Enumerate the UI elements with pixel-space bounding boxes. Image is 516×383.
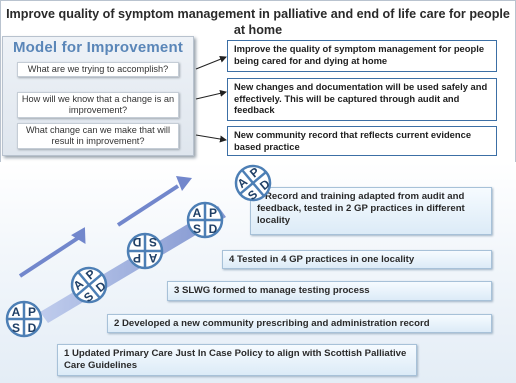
question-accomplish: What are we trying to accomplish? [17, 62, 179, 77]
question-change: What change can we make that will result… [17, 123, 179, 149]
answer-measure: New changes and documentation will be us… [227, 78, 497, 121]
pdsa-letter-s: S [149, 235, 157, 249]
step-1: 1 Updated Primary Care Just In Case Poli… [57, 344, 417, 376]
model-for-improvement-panel: Model for Improvement What are we trying… [2, 36, 194, 156]
progress-arrow-2-head [176, 176, 192, 191]
pdsa-divider [75, 273, 103, 297]
progress-arrow-2 [116, 184, 180, 227]
pdsa-letter-a: A [148, 251, 157, 265]
connector-line-2 [195, 89, 227, 100]
diagram-title: Improve quality of symptom management in… [6, 7, 510, 37]
pdsa-letter-a: A [193, 206, 202, 220]
answer-aim: Improve the quality of symptom managemen… [227, 40, 497, 72]
pdsa-letter-p: P [133, 251, 141, 265]
model-heading: Model for Improvement [12, 39, 184, 56]
step-5: 5 Record and training adapted from audit… [250, 187, 492, 235]
pdsa-letter-d: D [28, 321, 37, 335]
connector-line-1 [195, 55, 227, 70]
pdsa-letter-p: P [209, 206, 217, 220]
step-4: 4 Tested in 4 GP practices in one locali… [222, 250, 492, 269]
progress-arrow-1 [18, 236, 80, 278]
pdsa-letter-d: D [132, 235, 141, 249]
pdsa-letter-a: A [12, 305, 21, 319]
pdsa-letter-d: D [209, 222, 218, 236]
answer-change: New community record that reflects curre… [227, 126, 497, 156]
question-improvement: How will we know that a change is an imp… [17, 92, 179, 118]
connector-line-3 [195, 134, 227, 143]
pdsa-letter-p: P [28, 305, 36, 319]
pdsa-divider [239, 171, 267, 195]
step-2: 2 Developed a new community prescribing … [107, 314, 492, 333]
step-3: 3 SLWG formed to manage testing process [167, 281, 492, 301]
pdsa-letter-s: S [193, 222, 201, 236]
pdsa-letter-s: S [12, 321, 20, 335]
progress-arrow-1-head [71, 227, 86, 245]
